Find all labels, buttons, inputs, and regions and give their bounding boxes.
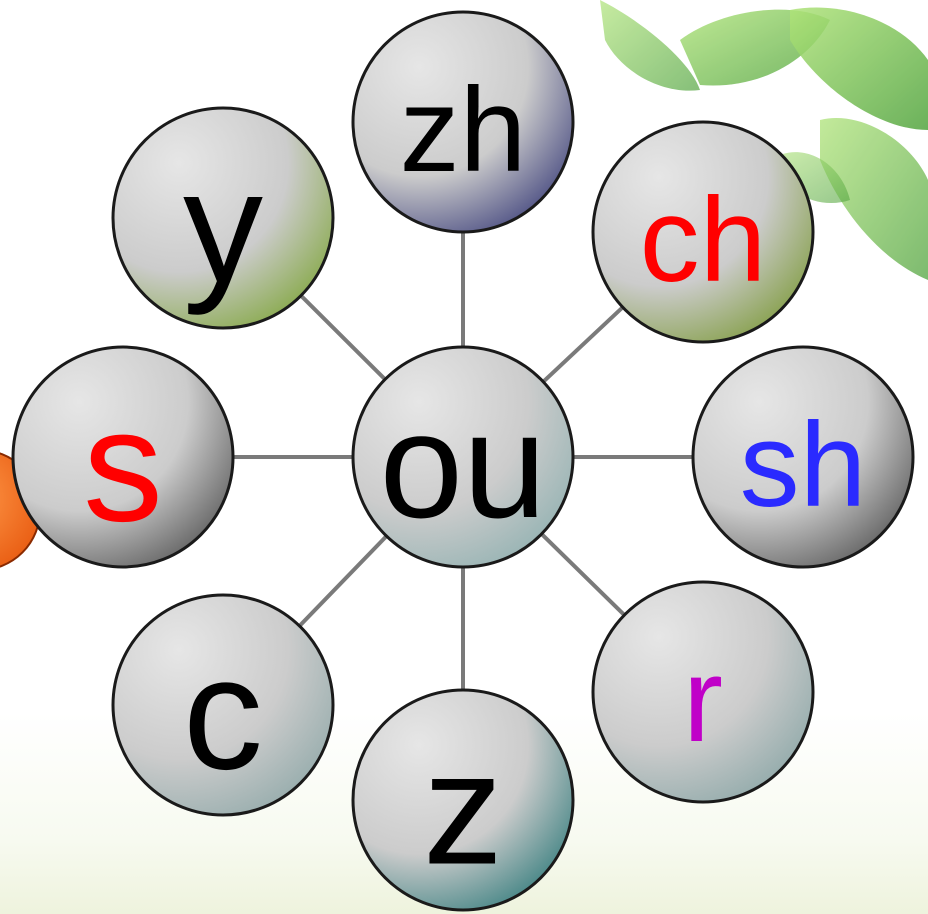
bubble-circle-ch bbox=[591, 120, 815, 344]
bubble-label-s: s bbox=[83, 376, 163, 555]
bubble-circle-c bbox=[111, 593, 335, 817]
bubble-z[interactable]: z bbox=[351, 688, 575, 912]
bubble-circle-sh bbox=[691, 345, 915, 569]
bubble-c[interactable]: c bbox=[111, 593, 335, 817]
bubble-ch[interactable]: ch bbox=[591, 120, 815, 344]
bubble-label-zh: zh bbox=[400, 63, 527, 197]
bubble-circle-s bbox=[11, 345, 235, 569]
bubble-sh[interactable]: sh bbox=[691, 345, 915, 569]
bubble-r[interactable]: r bbox=[591, 580, 815, 804]
bubble-circle-r bbox=[591, 580, 815, 804]
bubble-zh[interactable]: zh bbox=[351, 10, 575, 234]
bubble-label-r: r bbox=[683, 633, 723, 767]
bubble-circle-zh bbox=[351, 10, 575, 234]
bubble-circle-z bbox=[351, 688, 575, 912]
bubble-label-y: y bbox=[183, 137, 263, 316]
bubble-ou[interactable]: ou bbox=[351, 345, 575, 569]
bubble-label-sh: sh bbox=[740, 398, 867, 532]
bubble-s[interactable]: s bbox=[11, 345, 235, 569]
bubble-circle-ou bbox=[351, 345, 575, 569]
bubble-label-c: c bbox=[183, 624, 263, 803]
bubble-label-ou: ou bbox=[380, 381, 547, 549]
bubble-circle-y bbox=[111, 106, 335, 330]
bubble-y[interactable]: y bbox=[111, 106, 335, 330]
bubble-label-z: z bbox=[423, 719, 503, 898]
bubble-label-ch: ch bbox=[640, 173, 767, 307]
